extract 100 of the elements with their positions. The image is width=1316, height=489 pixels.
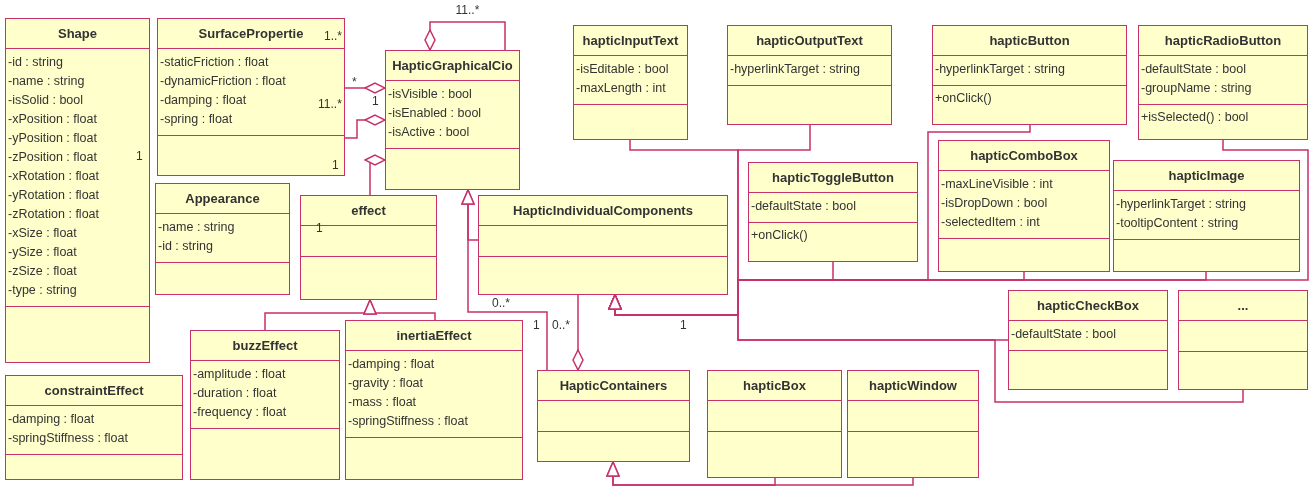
attribute-text: -spring : float — [160, 111, 233, 128]
attribute-text: -yPosition : float — [8, 130, 97, 147]
class-box — [385, 50, 520, 190]
aggregation-connector — [572, 294, 584, 371]
aggregation-connector — [344, 114, 386, 139]
class-box — [1113, 160, 1300, 272]
attribute-text: -id : string — [158, 238, 213, 255]
attribute-text: -springStiffness : float — [348, 413, 468, 430]
attribute-text: -zRotation : float — [8, 206, 99, 223]
multiplicity-label: 1 — [533, 319, 540, 332]
multiplicity-label: * — [352, 76, 357, 89]
class-box — [1178, 290, 1308, 390]
class-name: HapticContainers — [559, 378, 668, 393]
class-box — [707, 370, 842, 478]
class-box — [478, 195, 728, 295]
attribute-text: -damping : float — [160, 92, 247, 109]
class-box — [932, 25, 1127, 125]
attribute-text: -isActive : bool — [388, 124, 470, 141]
generalization-arrow — [461, 189, 548, 371]
class-name: hapticCheckBox — [1037, 298, 1139, 313]
attribute-text: -damping : float — [348, 356, 435, 373]
attribute-text: -groupName : string — [1141, 80, 1252, 97]
attribute-text: -type : string — [8, 282, 77, 299]
attribute-text: -mass : float — [348, 394, 417, 411]
class-box — [748, 162, 918, 262]
class-box — [1138, 25, 1308, 140]
attribute-text: -tooltipContent : string — [1116, 215, 1239, 232]
class-box — [157, 18, 345, 176]
class-box — [847, 370, 979, 478]
class-box — [573, 25, 688, 140]
aggregation-connector — [364, 154, 386, 196]
multiplicity-label: 1 — [680, 319, 687, 332]
class-name: hapticComboBox — [970, 148, 1078, 163]
attribute-text: -isEnabled : bool — [388, 105, 482, 122]
class-name: HapticIndividualComponents — [513, 203, 693, 218]
class-box — [190, 330, 340, 480]
attribute-text: -amplitude : float — [193, 366, 286, 383]
class-name: Appearance — [185, 191, 260, 206]
attribute-text: -name : string — [8, 73, 85, 90]
multiplicity-label: 11..* — [318, 98, 342, 111]
multiplicity-label: 1..* — [324, 30, 342, 43]
method-text: +isSelected() : bool — [1141, 109, 1249, 126]
class-name: HapticGraphicalCio — [392, 58, 513, 73]
class-name: hapticWindow — [869, 378, 957, 393]
attribute-text: -defaultState : bool — [751, 198, 856, 215]
aggregation-connector — [424, 21, 506, 51]
attribute-text: -frequency : float — [193, 404, 287, 421]
attribute-text: -gravity : float — [348, 375, 424, 392]
attribute-text: -xPosition : float — [8, 111, 97, 128]
class-box — [300, 195, 437, 300]
class-name: SurfacePropertie — [198, 26, 304, 41]
class-name: constraintEffect — [44, 383, 144, 398]
multiplicity-label: 1 — [316, 222, 323, 235]
attribute-text: -springStiffness : float — [8, 430, 128, 447]
attribute-text: -defaultState : bool — [1011, 326, 1116, 343]
attribute-text: -duration : float — [193, 385, 277, 402]
aggregation-connector — [344, 82, 386, 94]
attribute-text: -isVisible : bool — [388, 86, 472, 103]
method-text: +onClick() — [751, 227, 808, 244]
attribute-text: -staticFriction : float — [160, 54, 269, 71]
class-name: hapticInputText — [582, 33, 679, 48]
class-name: hapticBox — [743, 378, 806, 393]
attribute-text: -xSize : float — [8, 225, 77, 242]
class-name: Shape — [58, 26, 97, 41]
attribute-text: -ySize : float — [8, 244, 77, 261]
attribute-text: -damping : float — [8, 411, 95, 428]
attribute-text: -zPosition : float — [8, 149, 97, 166]
attribute-text: -yRotation : float — [8, 187, 99, 204]
attribute-text: -hyperlinkTarget : string — [935, 61, 1065, 78]
class-box — [938, 140, 1110, 272]
attribute-text: -id : string — [8, 54, 63, 71]
attribute-text: -maxLineVisible : int — [941, 176, 1053, 193]
class-name: effect — [351, 203, 386, 218]
attribute-text: -name : string — [158, 219, 235, 236]
class-box — [5, 18, 150, 363]
class-name: hapticImage — [1168, 168, 1245, 183]
generalization-arrow — [363, 299, 436, 321]
class-box — [727, 25, 892, 125]
class-name: hapticRadioButton — [1164, 33, 1282, 48]
multiplicity-label: 1 — [372, 95, 379, 108]
attribute-text: -zSize : float — [8, 263, 77, 280]
attribute-text: -isSolid : bool — [8, 92, 84, 109]
class-name: hapticOutputText — [756, 33, 863, 48]
class-box — [155, 183, 290, 295]
multiplicity-label: 1 — [136, 150, 143, 163]
class-name: hapticButton — [989, 33, 1070, 48]
attribute-text: -defaultState : bool — [1141, 61, 1246, 78]
attribute-text: -dynamicFriction : float — [160, 73, 286, 90]
generalization-arrow — [606, 461, 914, 486]
class-name: inertiaEffect — [396, 328, 472, 343]
attribute-text: -xRotation : float — [8, 168, 99, 185]
class-name: hapticToggleButton — [772, 170, 894, 185]
attribute-text: -hyperlinkTarget : string — [1116, 196, 1246, 213]
class-box — [345, 320, 523, 480]
multiplicity-label: 1 — [332, 159, 339, 172]
attribute-text: -isEditable : bool — [576, 61, 669, 78]
multiplicity-label: 0..* — [492, 297, 510, 310]
class-box — [537, 370, 690, 462]
multiplicity-label: 0..* — [552, 319, 570, 332]
attribute-text: -isDropDown : bool — [941, 195, 1048, 212]
